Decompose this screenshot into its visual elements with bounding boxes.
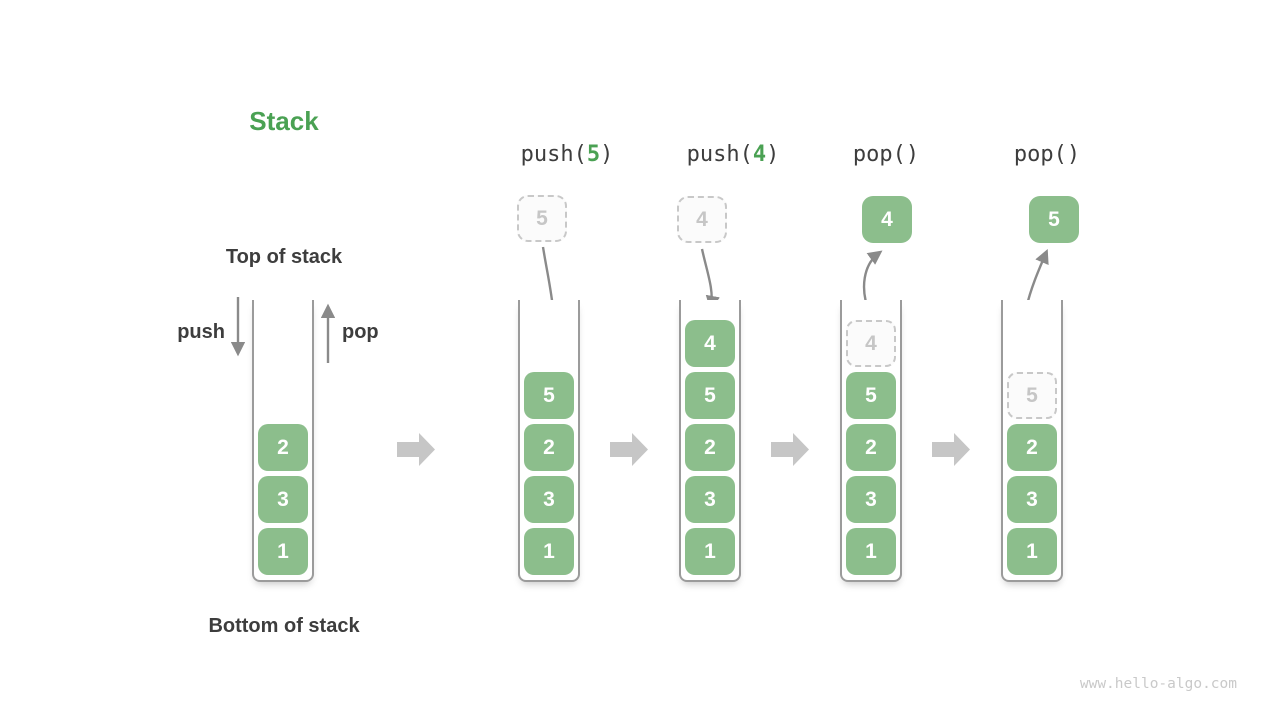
transition-arrow-icon — [932, 433, 970, 466]
operation-suffix: ) — [766, 142, 780, 167]
stack-cell-ghost: 5 — [1007, 372, 1057, 419]
stack-cell: 2 — [258, 424, 308, 471]
stack-cell: 3 — [685, 476, 735, 523]
float-box-push-5: 5 — [517, 195, 567, 242]
stack-cell: 2 — [846, 424, 896, 471]
bottom-of-stack-label: Bottom of stack — [208, 615, 360, 637]
transition-arrow-icon — [771, 433, 809, 466]
float-box-pop-4: 4 — [862, 196, 912, 243]
operation-arg: 4 — [752, 142, 767, 167]
operation-label-push-5: push(5) — [521, 142, 614, 167]
operation-label-push-4: push(4) — [687, 142, 780, 167]
operation-arg: 5 — [586, 142, 601, 167]
float-box-push-4: 4 — [677, 196, 727, 243]
operation-suffix: ) — [600, 142, 614, 167]
operation-label-pop-5: pop() — [1014, 142, 1080, 167]
push-4-curve-arrow-icon — [700, 248, 720, 311]
float-box-pop-5: 5 — [1029, 196, 1079, 243]
stack-cell: 3 — [1007, 476, 1057, 523]
stack-cell: 1 — [524, 528, 574, 575]
stack-cell: 5 — [524, 372, 574, 419]
operation-prefix: pop() — [1013, 142, 1081, 167]
push-label: push — [177, 321, 225, 343]
stack-cell: 1 — [258, 528, 308, 575]
stack-cell: 3 — [846, 476, 896, 523]
stack-cell-ghost: 4 — [846, 320, 896, 367]
stack-cell: 3 — [524, 476, 574, 523]
operation-prefix: pop() — [852, 142, 920, 167]
stack-cell: 5 — [846, 372, 896, 419]
operation-prefix: push( — [520, 142, 587, 167]
stack-cell: 2 — [524, 424, 574, 471]
stack-cell: 2 — [685, 424, 735, 471]
pop-label: pop — [342, 321, 379, 343]
transition-arrow-icon — [397, 433, 435, 466]
stack-cell: 1 — [685, 528, 735, 575]
top-of-stack-label: Top of stack — [225, 246, 343, 268]
operation-label-pop-4: pop() — [853, 142, 919, 167]
stack-cell: 1 — [1007, 528, 1057, 575]
stack-cell: 3 — [258, 476, 308, 523]
transition-arrow-icon — [610, 433, 648, 466]
stack-cell: 2 — [1007, 424, 1057, 471]
stack-cell: 1 — [846, 528, 896, 575]
operation-prefix: push( — [686, 142, 753, 167]
watermark: www.hello-algo.com — [1079, 676, 1237, 692]
stack-cell: 5 — [685, 372, 735, 419]
diagram-title: Stack — [249, 106, 319, 136]
stack-cell: 4 — [685, 320, 735, 367]
